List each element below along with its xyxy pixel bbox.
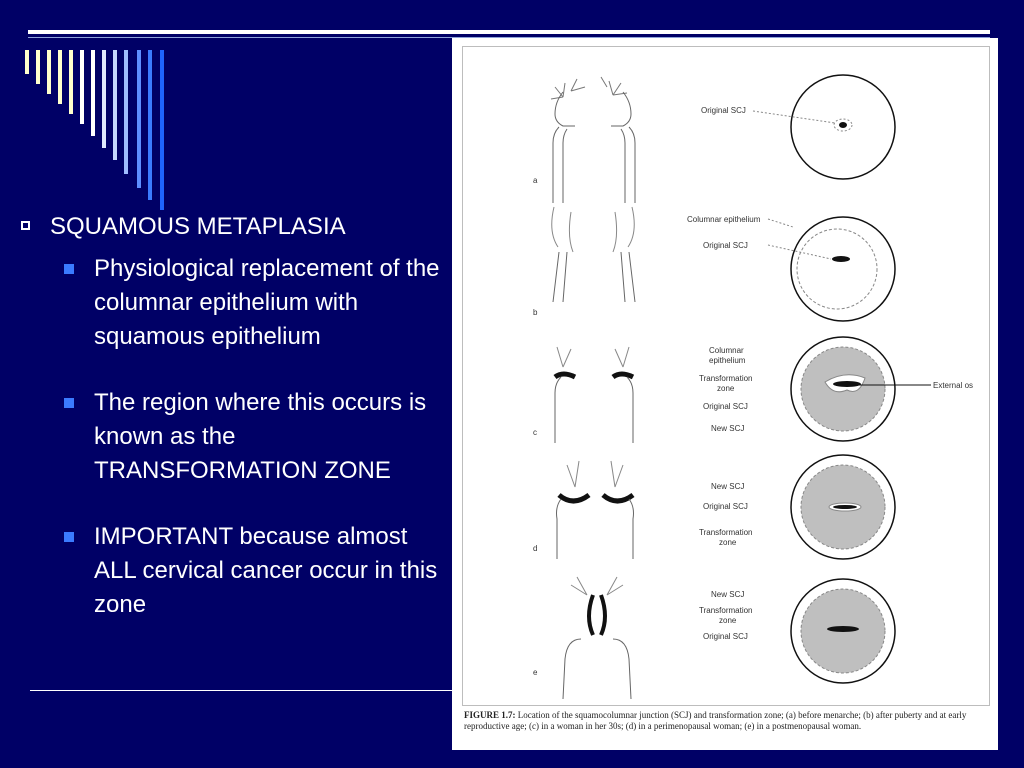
panel-b: Columnar epithelium Original SCJ b: [533, 206, 896, 322]
panel-letter-c: c: [533, 428, 537, 437]
label-columnar-c-2: epithelium: [709, 356, 746, 365]
sub-bullet: The region where this occurs is known as…: [20, 386, 450, 488]
label-tz-d-2: zone: [719, 538, 737, 547]
sub-bullet-text: The region where this occurs is known as…: [94, 389, 427, 484]
panel-d: New SCJ Original SCJ Transformation zone…: [533, 454, 896, 560]
bullet-level1: SQUAMOUS METAPLASIA: [20, 212, 450, 242]
label-columnar-c-1: Columnar: [709, 346, 744, 355]
label-tz-c-1: Transformation: [699, 374, 753, 383]
label-tz-c-2: zone: [717, 384, 735, 393]
label-tz-e-1: Transformation: [699, 606, 753, 615]
top-rule: [28, 30, 990, 34]
label-original-scj-c: Original SCJ: [703, 402, 748, 411]
caption-text: Location of the squamocolumnar junction …: [464, 710, 967, 731]
sub-bullet-text: Physiological replacement of the columna…: [94, 255, 440, 350]
panel-letter-b: b: [533, 308, 538, 317]
square-bullet-icon: [64, 264, 74, 274]
label-original-scj-a: Original SCJ: [701, 106, 746, 115]
label-new-scj-c: New SCJ: [711, 424, 744, 433]
panel-a: Original SCJ a: [533, 74, 896, 203]
panel-c: External os Columnar epithelium Transfor…: [533, 336, 973, 443]
sub-bullet: IMPORTANT because almost ALL cervical ca…: [20, 520, 450, 622]
top-rule-thin: [28, 37, 990, 38]
sub-bullet-text: IMPORTANT because almost ALL cervical ca…: [94, 523, 438, 618]
label-columnar-epithelium-b: Columnar epithelium: [687, 215, 761, 224]
label-new-scj-d: New SCJ: [711, 482, 744, 491]
panel-letter-e: e: [533, 668, 538, 677]
label-new-scj-e: New SCJ: [711, 590, 744, 599]
cervix-diagram: Original SCJ a Columnar epithelium Origi…: [533, 74, 973, 700]
decorative-bars: [25, 50, 164, 210]
label-tz-e-2: zone: [719, 616, 737, 625]
sub-bullet: Physiological replacement of the columna…: [20, 252, 450, 354]
panel-letter-d: d: [533, 544, 537, 553]
label-external-os: External os: [933, 381, 973, 390]
figure-frame: Original SCJ a Columnar epithelium Origi…: [462, 46, 990, 706]
label-original-scj-e: Original SCJ: [703, 632, 748, 641]
hollow-square-bullet-icon: [21, 221, 30, 230]
square-bullet-icon: [64, 398, 74, 408]
bullet-text: SQUAMOUS METAPLASIA: [50, 213, 346, 240]
bottom-rule: [30, 690, 455, 691]
label-original-scj-d: Original SCJ: [703, 502, 748, 511]
panel-letter-a: a: [533, 176, 538, 185]
figure-caption: FIGURE 1.7: Location of the squamocolumn…: [464, 710, 989, 732]
square-bullet-icon: [64, 532, 74, 542]
bullet-list: SQUAMOUS METAPLASIA Physiological replac…: [20, 212, 450, 654]
label-tz-d-1: Transformation: [699, 528, 753, 537]
label-original-scj-b: Original SCJ: [703, 241, 748, 250]
panel-e: New SCJ Transformation zone Original SCJ…: [533, 576, 896, 700]
figure-panel: Original SCJ a Columnar epithelium Origi…: [452, 38, 998, 750]
caption-label: FIGURE 1.7:: [464, 710, 516, 720]
